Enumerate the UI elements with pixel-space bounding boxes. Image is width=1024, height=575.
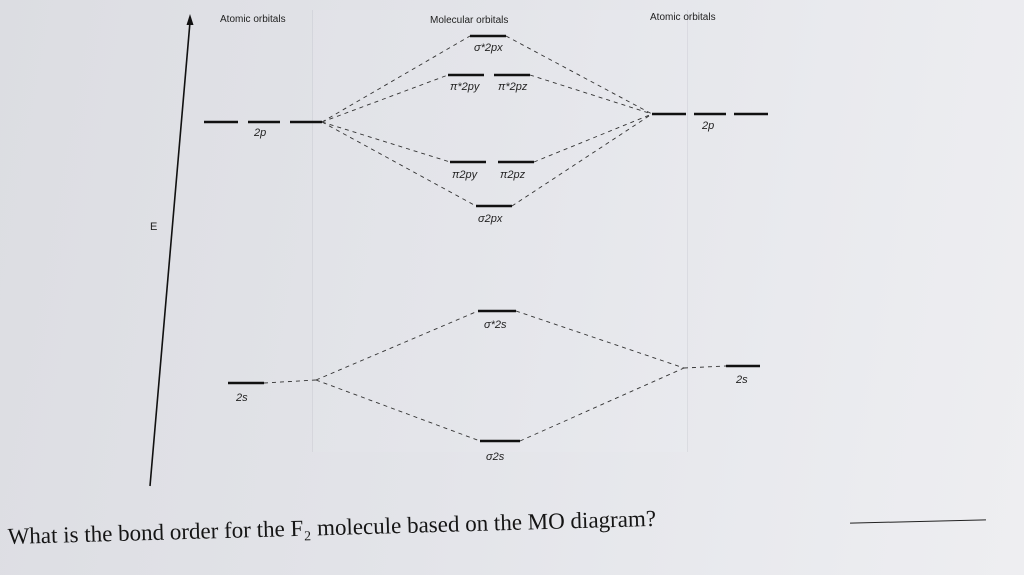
pi-2py-label: π2py: [452, 169, 479, 181]
header-molecular-orbitals: Molecular orbitals: [430, 15, 508, 26]
molecular-orbital-panel: [312, 10, 688, 452]
sigma-2px-label: σ2px: [478, 213, 503, 225]
correlation-lines-2p: [321, 35, 653, 207]
pi-star-2pz-label: π*2pz: [498, 81, 528, 93]
pi-2pz-label: π2pz: [500, 169, 526, 181]
sigma-star-2px-label: σ*2px: [474, 42, 503, 54]
sigma-2s-label: σ2s: [486, 451, 505, 463]
energy-axis-arrowhead: [186, 14, 194, 25]
pi-star-2py-label: π*2py: [450, 81, 481, 93]
right-2p-label: 2p: [701, 120, 714, 132]
header-right-atomic-orbitals: Atomic orbitals: [650, 12, 716, 23]
left-2s-label: 2s: [235, 392, 248, 404]
correlation-lines-2s: [263, 310, 727, 442]
left-2p-label: 2p: [253, 127, 266, 139]
energy-axis: [149, 21, 191, 487]
energy-axis-label: E: [150, 221, 157, 233]
right-2s-label: 2s: [735, 374, 748, 386]
header-left-atomic-orbitals: Atomic orbitals: [220, 14, 286, 25]
sigma-star-2s-label: σ*2s: [484, 319, 507, 331]
